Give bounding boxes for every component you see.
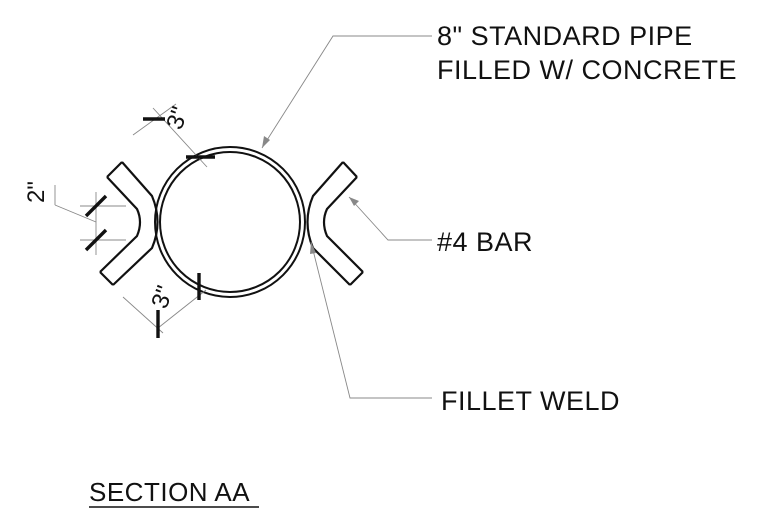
pipe-callout-line2: FILLED W/ CONCRETE [437, 55, 737, 85]
weld-callout: FILLET WELD [441, 386, 620, 416]
right-rebar-inner-line [322, 176, 364, 273]
top-dimension-label: 3" [161, 103, 194, 133]
left-dimension-label: 2" [23, 181, 50, 203]
left-rebar-end-top [106, 161, 123, 178]
bottom-dimension [122, 273, 207, 338]
section-title: SECTION AA [89, 477, 250, 507]
left-dimension [54, 185, 126, 255]
top-dimension [132, 103, 215, 168]
pipe-inner-wall [159, 151, 301, 293]
bar-callout: #4 BAR [437, 227, 533, 257]
standard-pipe [154, 146, 306, 298]
pipe-leader [261, 35, 432, 149]
pipe-callout-line1: 8" STANDARD PIPE [437, 21, 693, 51]
weld-leader [310, 241, 432, 399]
left-rebar-outer-line [112, 161, 159, 286]
left-rebar-inner-line [99, 176, 142, 273]
right-rebar-outer-line [306, 161, 351, 286]
right-rebar [306, 161, 364, 286]
bar-leader [348, 196, 432, 241]
pipe-outer-wall [154, 146, 306, 298]
bottom-dimension-label: 3" [146, 282, 179, 312]
right-rebar-end-bottom [349, 271, 364, 286]
right-rebar-end-top [342, 161, 358, 178]
left-rebar-end-bottom [99, 271, 114, 286]
left-rebar [99, 161, 159, 286]
